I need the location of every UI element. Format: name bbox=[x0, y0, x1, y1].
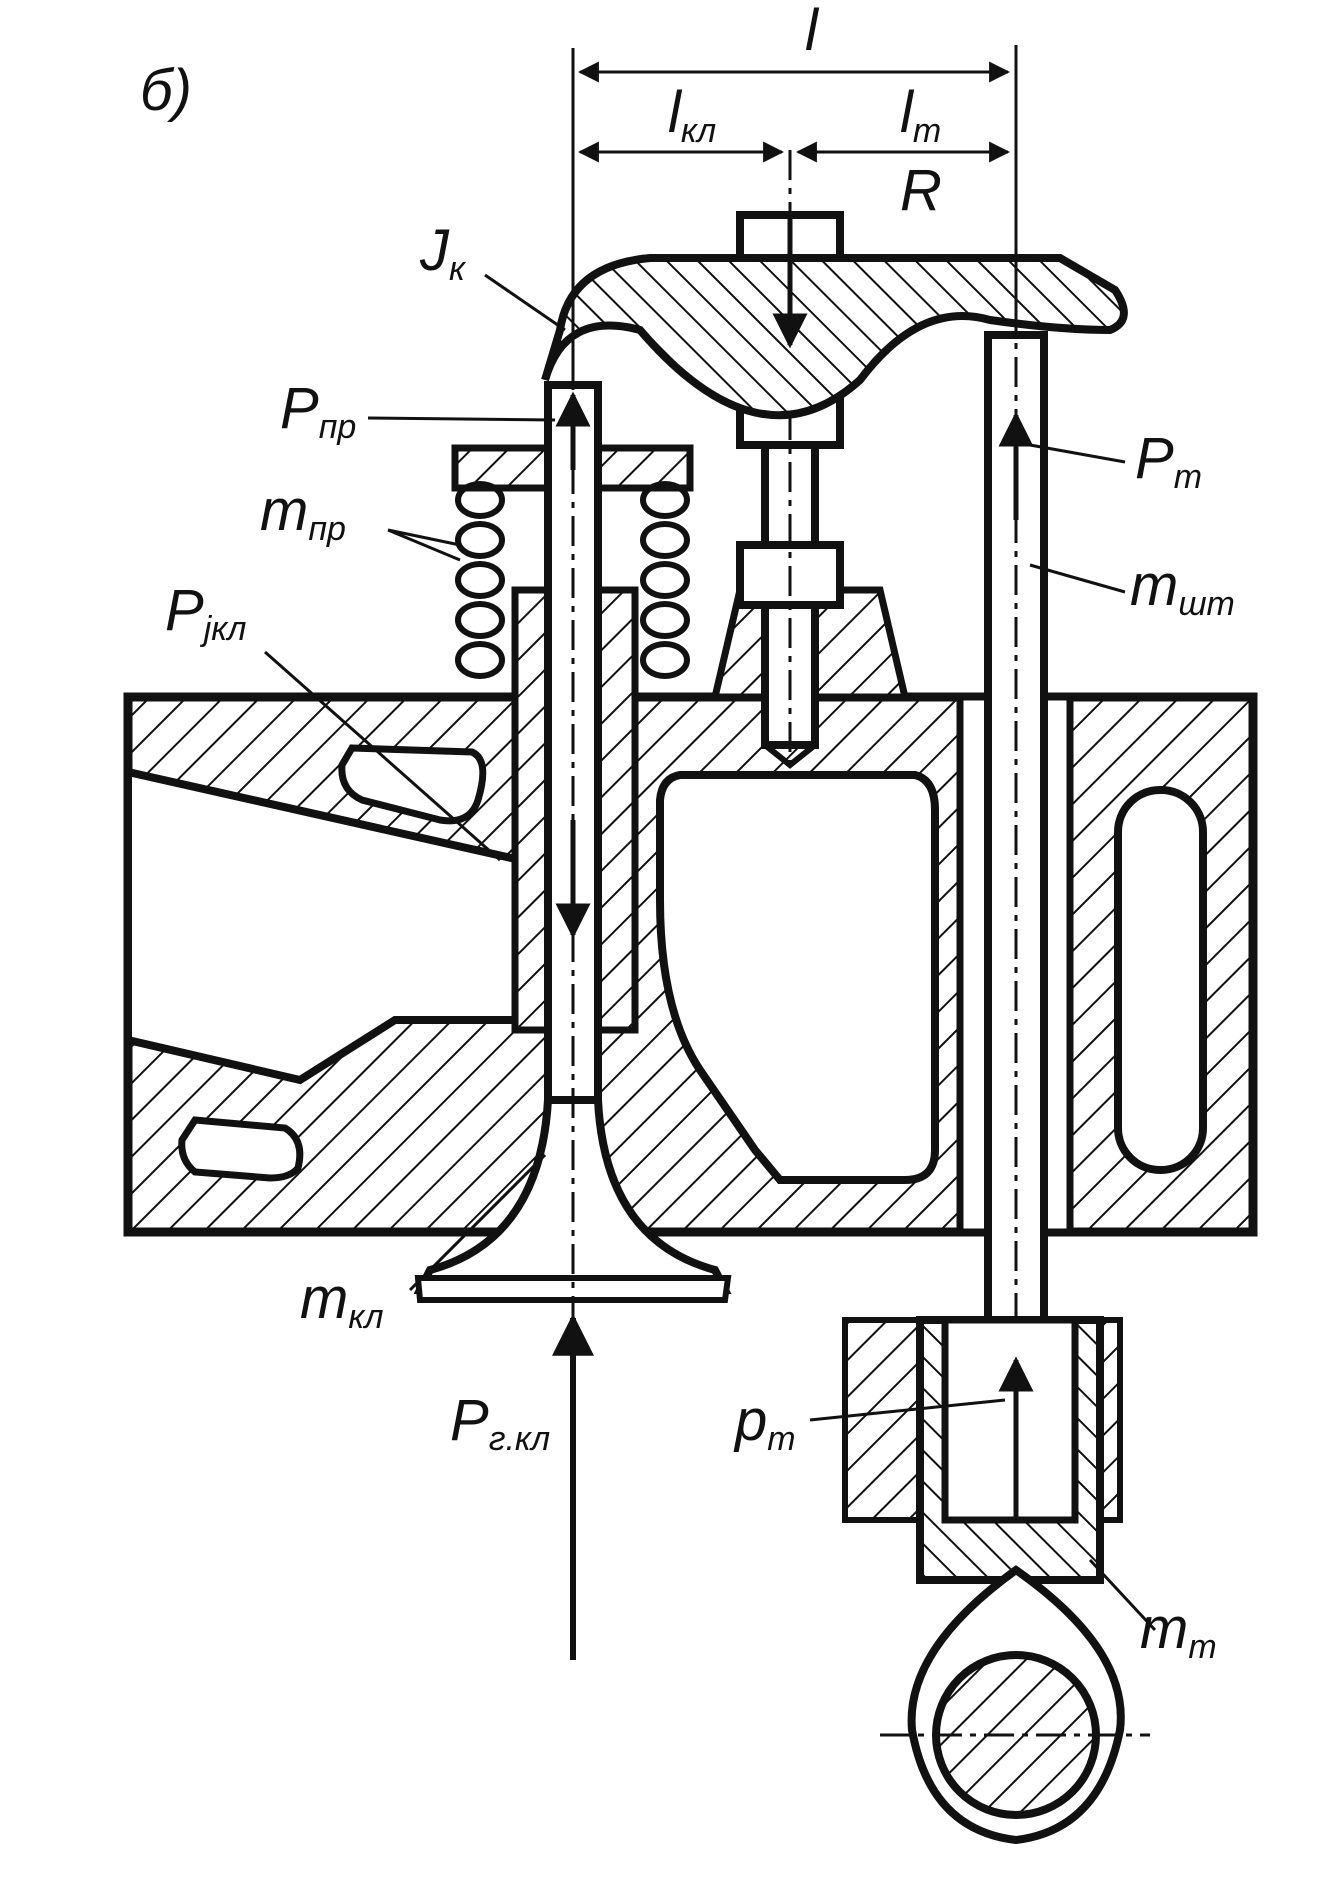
label-m-pr: mпр bbox=[260, 478, 346, 548]
force-arrows bbox=[552, 215, 1034, 1660]
label-m-kl: mкл bbox=[300, 1266, 384, 1336]
label-P-jkl: Pjкл bbox=[165, 578, 246, 648]
figure-label: б) bbox=[140, 58, 192, 123]
rocker-stud bbox=[710, 150, 910, 775]
leader-lines bbox=[264, 273, 1157, 1632]
label-l: l bbox=[805, 0, 820, 63]
label-J-k: Jк bbox=[419, 218, 467, 288]
rocker-arm bbox=[541, 254, 1128, 420]
cylinder-head-block bbox=[123, 692, 1258, 1237]
label-l-t: lт bbox=[900, 80, 941, 150]
label-l-kl: lкл bbox=[668, 80, 716, 150]
label-P-t-upper: Pт bbox=[1135, 426, 1202, 496]
label-P-g-kl: Pг.кл bbox=[450, 1388, 550, 1458]
labels: б) l lкл lт R Jк Pпр mпр Pjкл Pт mшт mкл… bbox=[140, 0, 1235, 1666]
label-m-sht: mшт bbox=[1130, 553, 1235, 623]
camshaft bbox=[880, 1565, 1150, 1845]
label-R: R bbox=[900, 158, 942, 223]
label-m-t: mт bbox=[1140, 1596, 1217, 1666]
label-P-pr: Pпр bbox=[280, 376, 356, 446]
tappet bbox=[842, 1316, 1123, 1584]
dimension-lines bbox=[571, 48, 1018, 385]
label-p-t: pт bbox=[733, 1388, 796, 1458]
